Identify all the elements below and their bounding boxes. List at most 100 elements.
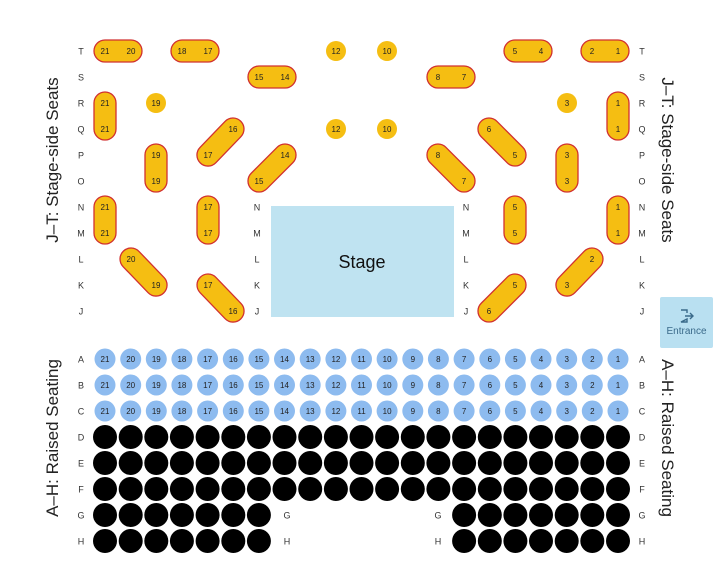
stage-side-seat[interactable]: 1 (608, 93, 628, 113)
raised-seat[interactable]: 2 (581, 348, 603, 370)
raised-seat[interactable]: 16 (222, 400, 244, 422)
raised-seat[interactable]: 21 (94, 348, 116, 370)
stage-side-seat[interactable]: 2 (582, 249, 602, 269)
raised-seat[interactable]: 14 (274, 400, 295, 422)
raised-seat[interactable]: 11 (351, 374, 372, 396)
raised-seat[interactable]: 16 (222, 374, 244, 396)
raised-seat[interactable]: 13 (299, 374, 321, 396)
stage-side-seat[interactable]: 19 (146, 171, 166, 191)
stage-side-seat[interactable]: 5 (505, 223, 525, 243)
raised-seat[interactable]: 1 (607, 400, 629, 422)
raised-seat-dark[interactable] (580, 425, 605, 449)
stage-side-seat[interactable]: 17 (198, 197, 218, 217)
stage-side-seat[interactable]: 21 (95, 119, 115, 139)
raised-seat-dark[interactable] (503, 451, 528, 475)
raised-seat[interactable]: 9 (402, 348, 424, 370)
stage-side-seat[interactable]: 6 (479, 301, 499, 321)
raised-seat-dark[interactable] (246, 425, 271, 449)
raised-seat[interactable]: 6 (479, 374, 501, 396)
raised-seat-dark[interactable] (323, 425, 348, 449)
raised-seat-dark[interactable] (195, 425, 220, 449)
raised-seat-dark[interactable] (503, 477, 528, 501)
raised-seat-dark[interactable] (529, 425, 553, 449)
raised-seat-dark[interactable] (452, 529, 477, 553)
raised-seat[interactable]: 11 (351, 348, 372, 370)
stage-side-seat[interactable]: 16 (223, 301, 243, 321)
raised-seat-dark[interactable] (400, 451, 425, 475)
raised-seat-dark[interactable] (606, 503, 630, 527)
raised-seat[interactable]: 19 (145, 400, 167, 422)
stage-side-seat[interactable]: 1 (608, 41, 628, 61)
raised-seat-dark[interactable] (144, 529, 169, 553)
raised-seat[interactable]: 9 (402, 374, 424, 396)
raised-seat-dark[interactable] (400, 425, 425, 449)
stage-side-seat[interactable]: 5 (505, 275, 525, 295)
raised-seat-dark[interactable] (349, 425, 374, 449)
raised-seat-dark[interactable] (169, 451, 194, 475)
raised-seat-dark[interactable] (375, 451, 400, 475)
raised-seat-dark[interactable] (93, 451, 117, 475)
raised-seat-dark[interactable] (503, 425, 528, 449)
stage-side-seat[interactable]: 14 (275, 145, 295, 165)
raised-seat[interactable]: 6 (479, 400, 501, 422)
raised-seat[interactable]: 16 (222, 348, 244, 370)
raised-seat[interactable]: 12 (325, 374, 347, 396)
stage-side-seat[interactable]: 21 (95, 223, 115, 243)
raised-seat-dark[interactable] (554, 425, 579, 449)
stage-side-seat[interactable]: 5 (505, 197, 525, 217)
stage-side-seat[interactable]: 19 (146, 275, 166, 295)
stage-side-seat[interactable]: 7 (454, 67, 474, 87)
raised-seat[interactable]: 4 (530, 400, 552, 422)
stage-side-seat[interactable]: 2 (582, 41, 602, 61)
raised-seat-dark[interactable] (93, 529, 117, 553)
stage-side-seat[interactable]: 15 (249, 67, 269, 87)
raised-seat-dark[interactable] (529, 503, 553, 527)
entrance-button[interactable]: Entrance (660, 297, 713, 348)
raised-seat-dark[interactable] (375, 477, 400, 501)
stage-side-seat[interactable]: 1 (608, 197, 628, 217)
raised-seat-dark[interactable] (323, 451, 348, 475)
raised-seat-dark[interactable] (477, 451, 502, 475)
stage-side-seat[interactable]: 5 (505, 41, 525, 61)
raised-seat-dark[interactable] (221, 451, 246, 475)
stage-side-seat[interactable]: 17 (198, 41, 218, 61)
raised-seat[interactable]: 8 (427, 348, 449, 370)
raised-seat[interactable]: 10 (376, 400, 398, 422)
stage-side-seat[interactable]: 1 (608, 119, 628, 139)
raised-seat-dark[interactable] (118, 529, 143, 553)
raised-seat-dark[interactable] (477, 503, 502, 527)
raised-seat[interactable]: 10 (376, 348, 398, 370)
raised-seat-dark[interactable] (246, 529, 271, 553)
stage-side-seat[interactable]: 4 (531, 41, 551, 61)
stage-side-seat[interactable]: 8 (428, 145, 448, 165)
raised-seat[interactable]: 1 (607, 348, 629, 370)
raised-seat[interactable]: 1 (607, 374, 629, 396)
raised-seat-dark[interactable] (529, 451, 553, 475)
stage-side-seat[interactable]: 8 (428, 67, 448, 87)
raised-seat[interactable]: 20 (120, 348, 142, 370)
stage-side-seat[interactable]: 6 (479, 119, 499, 139)
raised-seat-dark[interactable] (272, 425, 297, 449)
stage-side-seat[interactable]: 1 (608, 223, 628, 243)
stage-side-seat[interactable]: 20 (121, 41, 141, 61)
raised-seat-dark[interactable] (503, 529, 528, 553)
raised-seat[interactable]: 15 (248, 374, 270, 396)
raised-seat[interactable]: 17 (197, 400, 219, 422)
raised-seat-dark[interactable] (477, 477, 502, 501)
raised-seat-dark[interactable] (375, 425, 400, 449)
raised-seat-dark[interactable] (221, 477, 246, 501)
raised-seat[interactable]: 12 (325, 400, 347, 422)
raised-seat-dark[interactable] (195, 503, 220, 527)
raised-seat-dark[interactable] (118, 503, 143, 527)
raised-seat[interactable]: 8 (427, 374, 449, 396)
raised-seat-dark[interactable] (298, 477, 323, 501)
raised-seat-dark[interactable] (246, 477, 271, 501)
raised-seat[interactable]: 5 (504, 374, 526, 396)
raised-seat[interactable]: 13 (299, 348, 321, 370)
raised-seat-dark[interactable] (298, 451, 323, 475)
stage-side-seat[interactable]: 19 (146, 93, 166, 113)
stage-side-seat[interactable]: 12 (326, 119, 346, 139)
stage-side-seat[interactable]: 18 (172, 41, 192, 61)
stage-side-seat[interactable]: 3 (557, 171, 577, 191)
raised-seat-dark[interactable] (452, 477, 477, 501)
